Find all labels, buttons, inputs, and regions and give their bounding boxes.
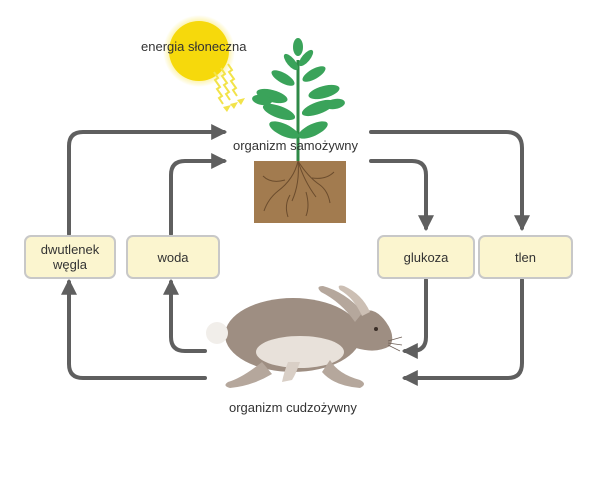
- arrow-autotroph-to-glucose: [369, 159, 434, 232]
- oxygen-box: tlen: [478, 235, 573, 279]
- arrow-co2-to-autotroph: [67, 124, 228, 236]
- arrow-water-to-autotroph: [169, 153, 228, 236]
- cycle-arrows: [61, 124, 530, 386]
- glucose-box: glukoza: [377, 235, 475, 279]
- autotroph-label: organizm samożywny: [233, 138, 358, 153]
- heterotroph-label: organizm cudzożywny: [229, 400, 357, 415]
- arrow-autotroph-to-oxygen: [369, 130, 530, 232]
- water-box: woda: [126, 235, 220, 279]
- sun-label: energia słoneczna: [141, 39, 247, 54]
- arrow-heterotroph-to-water: [163, 278, 207, 353]
- sun-icon: [163, 15, 245, 112]
- rabbit-icon: [206, 285, 403, 388]
- arrow-oxygen-to-heterotroph: [401, 278, 524, 386]
- arrow-heterotroph-to-co2: [61, 278, 207, 380]
- co2-box: dwutlenek węgla: [24, 235, 116, 279]
- arrow-glucose-to-heterotroph: [401, 278, 428, 359]
- plant-icon: [252, 38, 346, 223]
